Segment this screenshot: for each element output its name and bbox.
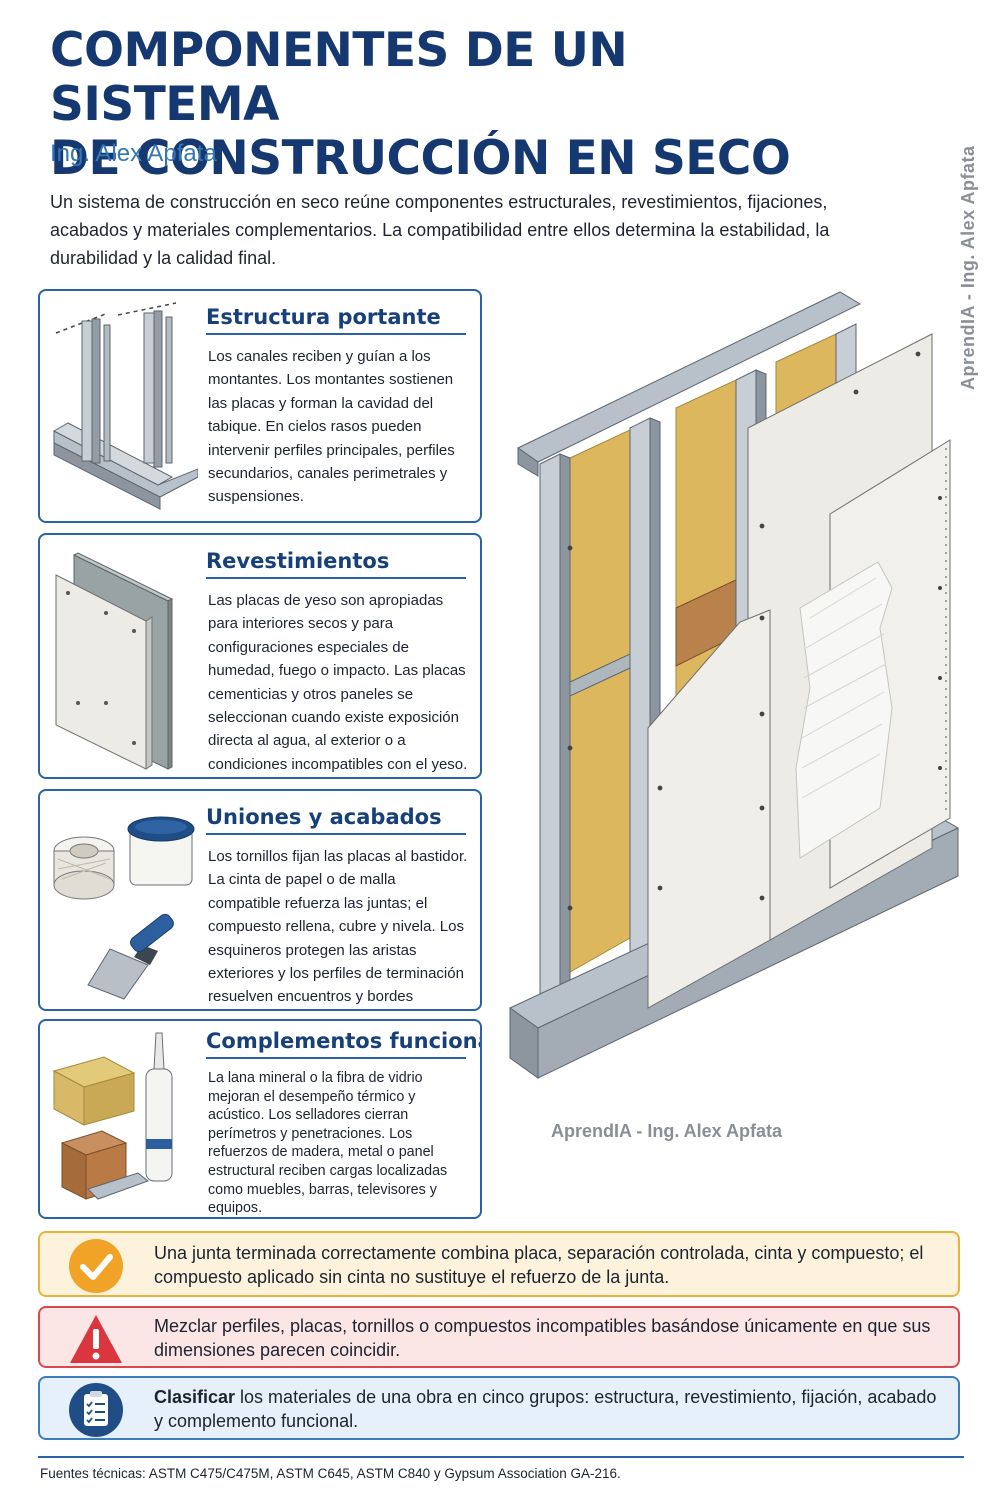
- insulation-left: [569, 429, 631, 973]
- sources-footnote: Fuentes técnicas: ASTM C475/C475M, ASTM …: [40, 1466, 621, 1481]
- callout-text: Clasificar los materiales de una obra en…: [154, 1385, 938, 1433]
- card-text: Las placas de yeso son apropiadas para i…: [208, 592, 468, 773]
- title-line-1: COMPONENTES DE UN SISTEMA: [50, 23, 628, 132]
- joint-compound: [795, 561, 893, 859]
- card-revestimientos: Revestimientos Las placas de yeso son ap…: [38, 533, 482, 779]
- title-line-2: DE CONSTRUCCIÓN EN SECO: [50, 131, 791, 186]
- finishing-tools-icon: [53, 816, 195, 1000]
- card-heading: Complementos funcionales: [206, 1029, 480, 1059]
- card-text: La lana mineral o la fibra de vidrio mej…: [208, 1070, 448, 1217]
- callout-task-bold: Clasificar: [154, 1387, 236, 1407]
- callout-text: Una junta terminada correctamente combin…: [154, 1243, 924, 1287]
- drywall-system-illustration: [509, 291, 960, 1079]
- gypsum-board-front: [647, 609, 771, 1009]
- image-watermark: AprendIA - Ing. Alex Apfata: [551, 1121, 783, 1141]
- insulation-sealant-icon: [52, 1032, 173, 1200]
- card-heading: Estructura portante: [206, 305, 466, 335]
- callout-text: Mezclar perfiles, placas, tornillos o co…: [154, 1316, 931, 1360]
- card-estructura-portante: Estructura portante Los canales reciben …: [38, 289, 482, 523]
- stud: [629, 417, 651, 979]
- card-complementos-funcionales: Complementos funcionales La lana mineral…: [38, 1019, 482, 1219]
- footer-divider: [38, 1456, 964, 1458]
- warning-icon: [70, 1315, 122, 1363]
- callout-task-rest: los materiales de una obra en cinco grup…: [154, 1387, 937, 1431]
- callout-warning: Mezclar perfiles, placas, tornillos o co…: [38, 1306, 960, 1368]
- checkmark-icon: [69, 1239, 123, 1293]
- card-text: Los tornillos fijan las placas al bastid…: [208, 848, 468, 1006]
- card-uniones-acabados: Uniones y acabados Los tornillos fijan l…: [38, 789, 482, 1011]
- clipboard-checklist-icon: [69, 1383, 123, 1437]
- callout-task: Clasificar los materiales de una obra en…: [38, 1376, 960, 1440]
- callout-correct-practice: Una junta terminada correctamente combin…: [38, 1231, 960, 1297]
- boards-icon: [55, 552, 174, 770]
- metal-frame-icon: [52, 302, 198, 510]
- card-heading: Uniones y acabados: [206, 805, 466, 835]
- stud: [539, 453, 561, 1021]
- card-heading: Revestimientos: [206, 549, 466, 579]
- page-title: COMPONENTES DE UN SISTEMA DE CONSTRUCCIÓ…: [50, 24, 870, 186]
- card-text: Los canales reciben y guían a los montan…: [208, 348, 455, 506]
- intro-paragraph: Un sistema de construcción en seco reúne…: [50, 192, 830, 268]
- author-name: Ing. Alex Apfata: [50, 140, 217, 167]
